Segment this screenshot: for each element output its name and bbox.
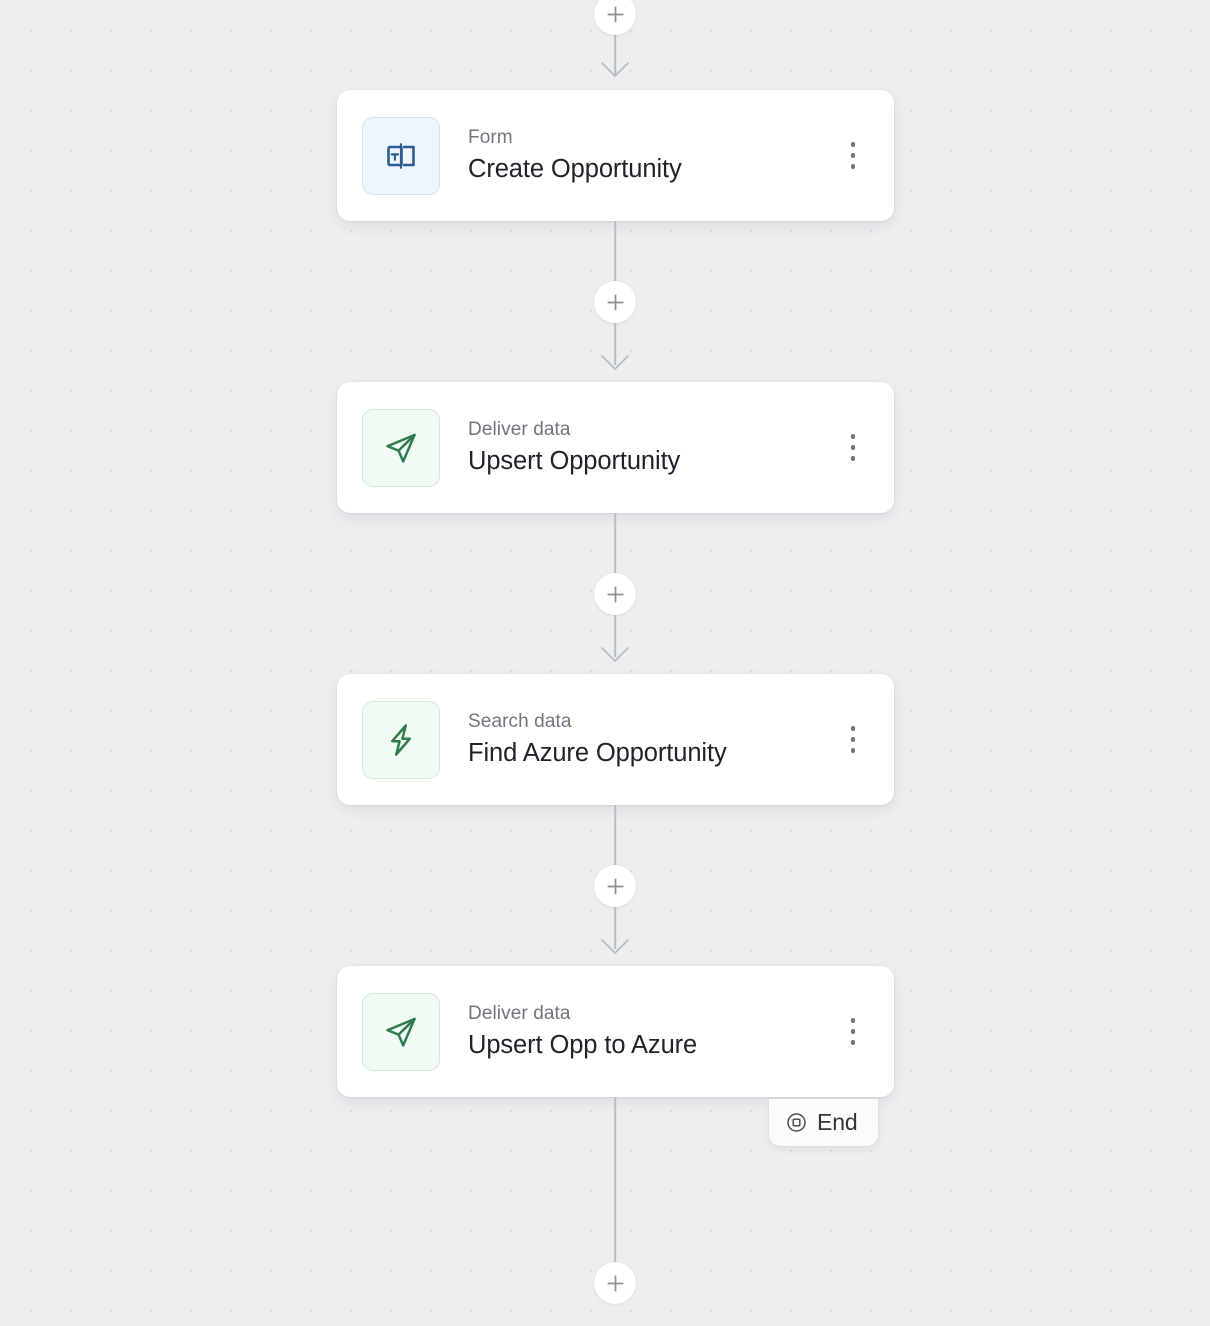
node-subtitle: Deliver data [468,418,571,440]
connector-line-0 [614,14,616,76]
more-vertical-icon[interactable] [838,718,868,762]
node-title: Upsert Opportunity [468,447,681,476]
form-input-icon [362,116,440,195]
node-text-block: Deliver data Upsert Opp to Azure [468,1002,838,1061]
node-title: Create Opportunity [468,155,682,184]
send-icon [362,992,440,1071]
connector-line-2 [614,513,616,573]
connector-line-3b [614,907,616,949]
node-subtitle: Form [468,126,513,148]
node-title: Find Azure Opportunity [468,739,727,768]
node-subtitle: Search data [468,710,572,732]
connector-line-1 [614,221,616,281]
add-step-button-0[interactable] [594,0,636,35]
node-title: Upsert Opp to Azure [468,1031,698,1060]
lightning-bolt-icon [362,700,440,779]
end-label: End [817,1109,858,1135]
end-badge[interactable]: End [769,1099,878,1146]
add-step-button-3[interactable] [594,865,636,907]
workflow-node-find-azure-opportunity[interactable]: Search data Find Azure Opportunity [337,674,894,805]
connector-arrow-1 [600,354,630,371]
node-text-block: Form Create Opportunity [468,126,838,185]
more-vertical-icon[interactable] [838,1010,868,1054]
send-icon [362,408,440,487]
workflow-node-create-opportunity[interactable]: Form Create Opportunity [337,90,894,221]
node-text-block: Search data Find Azure Opportunity [468,710,838,769]
connector-line-2b [614,615,616,657]
connector-line-4 [614,1097,616,1262]
node-subtitle: Deliver data [468,1002,571,1024]
more-vertical-icon[interactable] [838,426,868,470]
node-text-block: Deliver data Upsert Opportunity [468,418,838,477]
connector-arrow-0 [600,61,630,78]
connector-line-3 [614,805,616,865]
more-vertical-icon[interactable] [838,134,868,178]
connector-arrow-3 [600,938,630,955]
connector-arrow-2 [600,646,630,663]
stop-circle-icon [786,1112,807,1133]
connector-line-1b [614,323,616,365]
add-step-button-4[interactable] [594,1262,636,1304]
workflow-node-upsert-opp-to-azure[interactable]: Deliver data Upsert Opp to Azure [337,966,894,1097]
add-step-button-1[interactable] [594,281,636,323]
add-step-button-2[interactable] [594,573,636,615]
workflow-node-upsert-opportunity[interactable]: Deliver data Upsert Opportunity [337,382,894,513]
